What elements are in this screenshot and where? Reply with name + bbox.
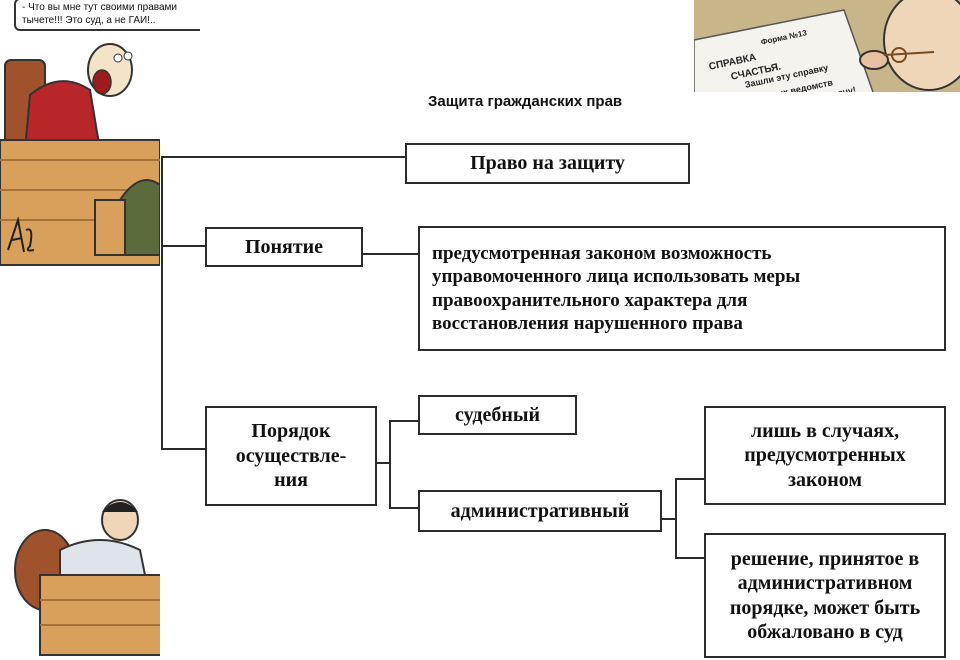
right-to-protect-label: Право на защиту [470, 152, 625, 175]
only-cases-line-3: законом [787, 468, 863, 491]
definition-line-2: управомоченного лица использовать меры [432, 266, 801, 288]
procedure-line-3: ния [274, 469, 308, 492]
administrative-label: административный [450, 499, 630, 522]
connector-to-decision [675, 557, 705, 559]
decision-line-4: обжаловано в суд [747, 620, 903, 643]
definition-line-1: предусмотренная законом возможность [432, 243, 772, 265]
judicial-label: судебный [454, 403, 540, 426]
connector-procedure-vertical [389, 420, 391, 509]
speech-bubble: - Что вы мне тут своими правами тычете!!… [14, 0, 200, 31]
clerk-illustration [0, 490, 170, 660]
definition-line-3: правоохранительного характера для [432, 289, 748, 311]
only-cases-box: лишь в случаях, предусмотренных законом [704, 406, 946, 505]
connector-admin-vertical [675, 478, 677, 559]
procedure-line-1: Порядок [251, 420, 331, 443]
connector-admin-out [661, 518, 676, 520]
decision-line-2: административном [737, 572, 913, 595]
administrative-box: административный [418, 490, 662, 532]
definition-box: предусмотренная законом возможность упра… [418, 226, 946, 351]
only-cases-line-1: лишь в случаях, [750, 419, 900, 442]
judicial-box: судебный [418, 395, 577, 435]
connector-procedure-out [376, 462, 390, 464]
decision-box: решение, принятое в административном пор… [704, 533, 946, 658]
decision-line-1: решение, принятое в [730, 547, 920, 570]
speech-line-1: - Что вы мне тут своими правами [22, 2, 177, 13]
cartoon-clerk [0, 490, 170, 660]
concept-box: Понятие [205, 227, 363, 267]
connector-to-only-cases [675, 478, 705, 480]
decision-line-3: порядке, может быть [729, 596, 921, 619]
right-to-protect-box: Право на защиту [405, 143, 690, 184]
definition-line-4: восстановления нарушенного права [432, 312, 743, 334]
speech-line-2: тычете!!! Это суд, а не ГАИ!.. [22, 14, 156, 26]
connector-to-right [161, 156, 406, 158]
cartoon-certificate: Форма №13 СПРАВКА СЧАСТЬЯ. Зашли эту спр… [694, 0, 960, 95]
connector-trunk [161, 156, 163, 450]
procedure-line-2: осуществле- [235, 444, 347, 467]
connector-to-administrative [389, 507, 419, 509]
connector-to-judicial [389, 420, 419, 422]
connector-concept-definition [362, 253, 419, 255]
procedure-box: Порядок осуществле- ния [205, 406, 377, 506]
connector-to-concept [161, 245, 206, 247]
only-cases-line-2: предусмотренных [744, 444, 906, 467]
connector-to-procedure [161, 448, 206, 450]
concept-label: Понятие [244, 235, 324, 258]
certificate-illustration [694, 0, 960, 95]
page-title: Защита гражданских прав [428, 93, 623, 110]
